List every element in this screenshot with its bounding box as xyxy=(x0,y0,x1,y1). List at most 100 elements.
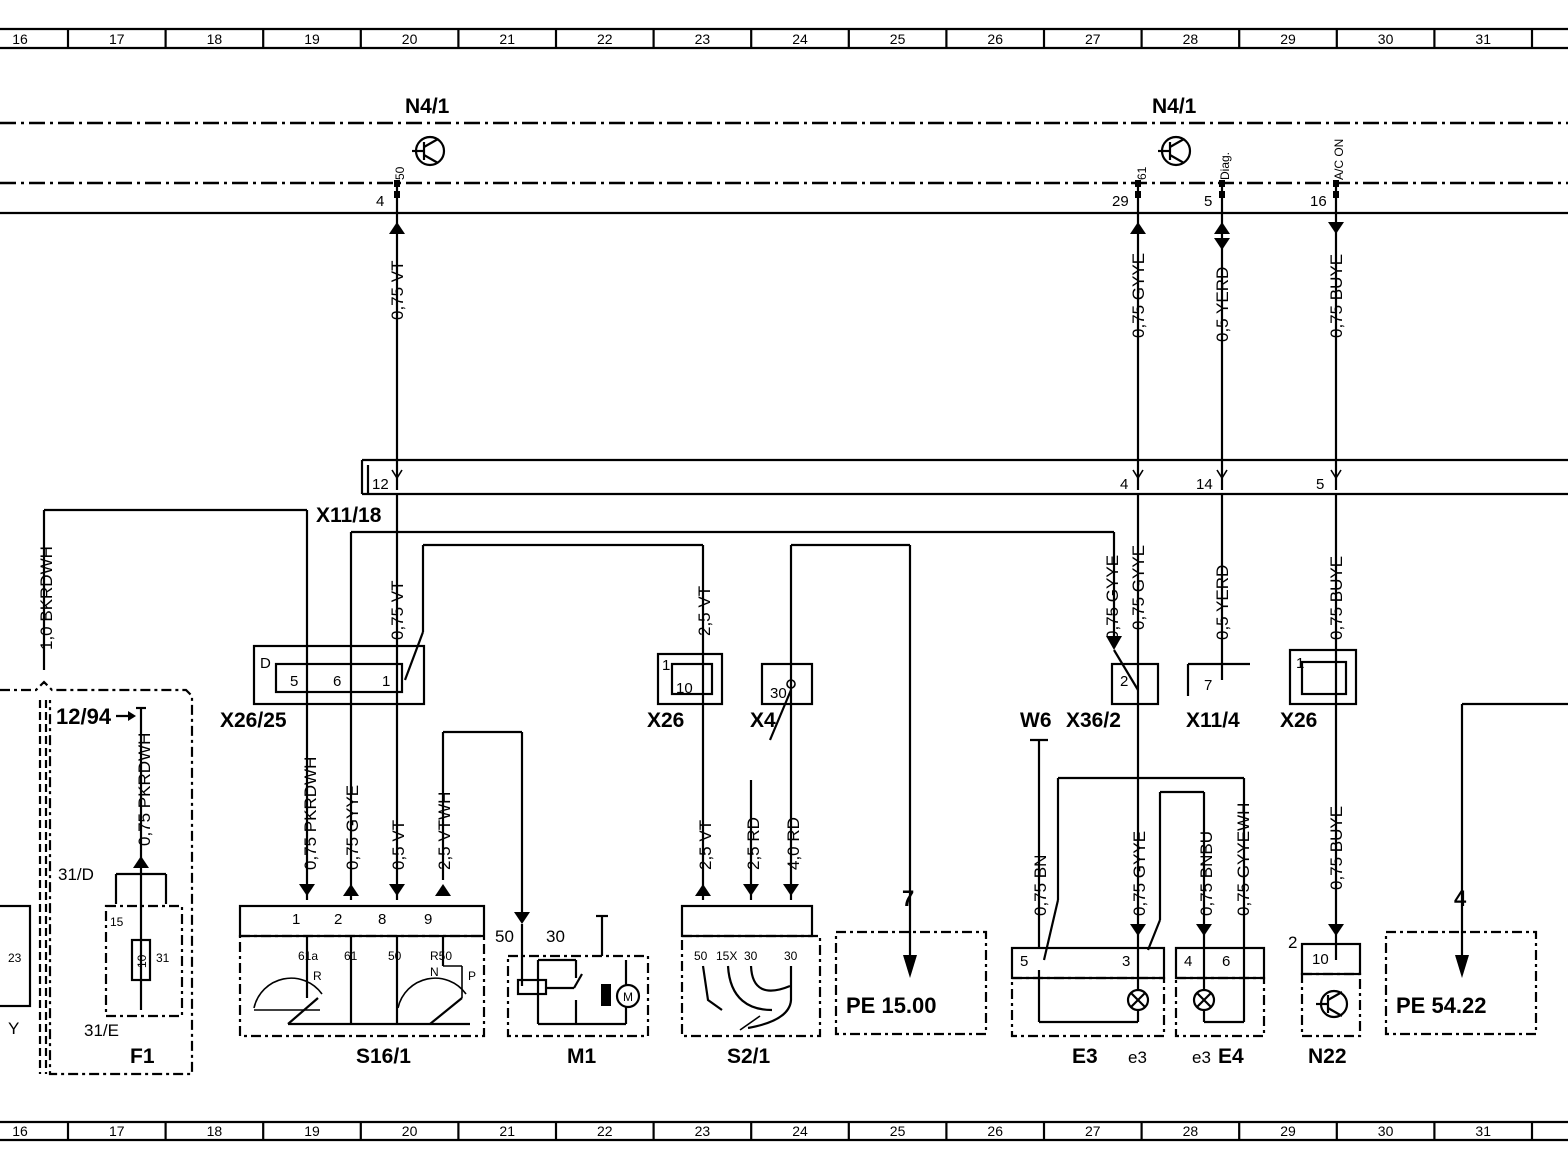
pe-54-22-reference[interactable]: PE 54.22 xyxy=(1384,930,1538,1036)
wire-label-vt-s2: 2,5 VT xyxy=(696,820,715,870)
pe-15-00-reference[interactable]: PE 15.00 xyxy=(834,930,988,1036)
lamp-icon xyxy=(1126,988,1150,1012)
x11-18-label: X11/18 xyxy=(316,504,382,527)
wire-label-buye-n22: 0,75 BUYE xyxy=(1327,806,1346,890)
s16-pin-R: R xyxy=(313,969,322,983)
pin-diag: Diag. xyxy=(1218,152,1232,180)
pin-14: 14 xyxy=(1196,476,1213,493)
pin-23: 23 xyxy=(8,951,22,965)
s16-1-label: S16/1 xyxy=(356,1045,411,1068)
ref-1294: 12/94 xyxy=(56,704,112,729)
pin-50: 50 xyxy=(393,166,407,180)
transistor-icon xyxy=(412,135,446,167)
e3-pin-5: 5 xyxy=(1020,953,1028,970)
s16-pin-50: 50 xyxy=(388,949,402,963)
top-grid-column-number: 17 xyxy=(109,31,125,47)
s16-pin-8: 8 xyxy=(378,911,386,928)
bottom-grid-column-number: 20 xyxy=(402,1123,418,1139)
bottom-grid-column-number: 22 xyxy=(597,1123,613,1139)
pin-10: 10 xyxy=(676,680,693,697)
bottom-grid-column-number: 17 xyxy=(109,1123,125,1139)
s16-pin-1: 1 xyxy=(292,911,300,928)
wire-label-yerd-top: 0,5 YERD xyxy=(1213,267,1232,342)
top-grid-column-number: 20 xyxy=(402,31,418,47)
wire-label-bnbu: 0,75 BNBU xyxy=(1197,831,1216,916)
top-grid-column-number: 28 xyxy=(1183,31,1199,47)
node-31d: 31/D xyxy=(58,865,94,884)
x4-connector: 30 X4 xyxy=(750,662,814,741)
f1-pin-15: 15 xyxy=(110,915,124,929)
top-grid-column-number: 23 xyxy=(695,31,711,47)
lamp-icon xyxy=(1192,988,1216,1012)
x4-label: X4 xyxy=(750,709,776,732)
s16-pin-P: P xyxy=(468,969,476,983)
x26-label-left: X26 xyxy=(647,709,684,732)
m1-pin-50: 50 xyxy=(495,927,514,946)
top-grid-column-number: 16 xyxy=(12,31,28,47)
bottom-grid-column-number: 21 xyxy=(499,1123,515,1139)
top-grid-column-number: 18 xyxy=(207,31,223,47)
bottom-grid-column-number: 29 xyxy=(1280,1123,1296,1139)
s16-pin-N: N xyxy=(430,965,439,979)
s2-1-ignition-switch: 50 15X 30 30 S2/1 xyxy=(680,904,822,1068)
f1-pin-31: 31 xyxy=(156,951,170,965)
n22-pin-2: 2 xyxy=(1288,933,1297,952)
bottom-grid-column-number: 31 xyxy=(1475,1123,1491,1139)
m1-starter: 50 30 M M1 xyxy=(495,914,650,1068)
wire-label-rd-s2a: 2,5 RD xyxy=(744,817,763,870)
wire-label-bn: 0,75 BN xyxy=(1031,855,1050,916)
top-grid-column-number: 29 xyxy=(1280,31,1296,47)
bottom-grid-column-number: 18 xyxy=(207,1123,223,1139)
ref-7: 7 xyxy=(902,886,914,911)
pin-1c: 1 xyxy=(1296,655,1304,672)
bottom-grid-column-number: 25 xyxy=(890,1123,906,1139)
s16-pin-9: 9 xyxy=(424,911,432,928)
wire-label-rd-s2b: 4,0 RD xyxy=(784,817,803,870)
x26-connector-left: 1 10 X26 xyxy=(647,652,724,732)
bottom-grid-column-number: 16 xyxy=(12,1123,28,1139)
s2-1-label: S2/1 xyxy=(727,1045,771,1068)
n4-1-control-unit: N4/1 N4/1 4 50 29 61 5 Diag. 16 A/C ON xyxy=(0,95,1568,215)
bottom-grid-column-number: 30 xyxy=(1378,1123,1394,1139)
pe-54-22-text: PE 54.22 xyxy=(1396,993,1487,1018)
motor-icon: M xyxy=(623,990,633,1004)
pin-2: 2 xyxy=(1120,673,1128,690)
s16-1-selector: 1 2 8 9 61a 61 50 R50 R N P S16/1 xyxy=(238,904,486,1068)
transistor-icon xyxy=(1316,989,1349,1019)
n4-1-label-right: N4/1 xyxy=(1152,95,1197,118)
e3-lamp-label-a: e3 xyxy=(1128,1048,1147,1067)
wire-label-25vt-mid: 2,5 VT xyxy=(695,586,714,636)
wire-label-vt-s16: 0,5 VT xyxy=(389,820,408,870)
pin-4b: 4 xyxy=(1120,476,1128,493)
bottom-grid-column-number: 24 xyxy=(792,1123,808,1139)
wire-label-yerd-mid: 0,5 YERD xyxy=(1213,565,1232,640)
top-grid-column-number: 27 xyxy=(1085,31,1101,47)
x26-25-label: X26/25 xyxy=(220,709,287,732)
x11-4-label: X11/4 xyxy=(1186,709,1240,732)
wire-label-pkrdwh-f1: 0,75 PKRDWH xyxy=(135,733,154,846)
pin-1b: 1 xyxy=(662,657,670,674)
w6-ground: W6 xyxy=(1020,709,1052,948)
wire-label-bkrdwh: 1,0 BKRDWH xyxy=(37,546,56,650)
x26-connector-right: 1 X26 xyxy=(1280,648,1358,732)
node-31e: 31/E xyxy=(84,1021,119,1040)
wire-label-vtwh: 2,5 VTWH xyxy=(435,792,454,870)
x26-25-connector: D 5 6 1 X26/25 xyxy=(220,644,426,732)
e3-pin-3: 3 xyxy=(1122,953,1130,970)
pin-4: 4 xyxy=(376,193,384,210)
x11-4-connector: 7 X11/4 xyxy=(1186,662,1250,732)
n22-label: N22 xyxy=(1308,1045,1347,1068)
pin-D: D xyxy=(260,655,271,672)
pin-7: 7 xyxy=(1204,677,1212,694)
wire-label-vt-top: 0,75 VT xyxy=(388,260,407,320)
top-grid-column-number: 31 xyxy=(1475,31,1491,47)
wire-label-pkrdwh: 0,75 PKRDWH xyxy=(301,757,320,870)
n22-pin-10: 10 xyxy=(1312,951,1329,968)
partial-left-component: 23 Y xyxy=(0,904,32,1038)
pin-16: 16 xyxy=(1310,193,1327,210)
bottom-grid-column-number: 23 xyxy=(695,1123,711,1139)
transistor-icon xyxy=(1158,135,1192,167)
n4-1-label-left: N4/1 xyxy=(405,95,450,118)
